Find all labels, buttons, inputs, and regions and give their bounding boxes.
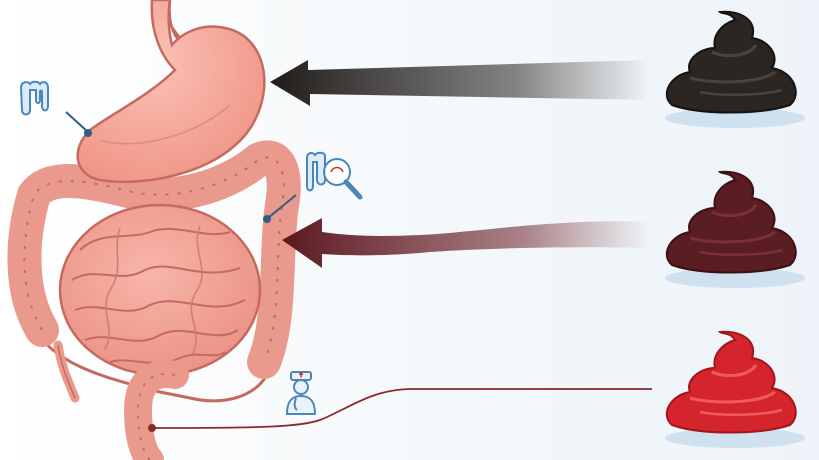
colon-icon: [19, 80, 49, 116]
rectum-connector-line: [154, 388, 652, 429]
colon-marker-leader: [267, 194, 297, 219]
doctor-icon: [285, 371, 317, 415]
bright-red-stool: [665, 330, 805, 448]
lower-gi-arrow: [282, 218, 650, 268]
magnifier-colon-icon: [306, 151, 363, 200]
colon-marker-dot: [263, 215, 271, 223]
digestive-tract: [7, 0, 301, 460]
stomach-marker-dot: [84, 129, 92, 137]
large-intestine: [7, 140, 301, 403]
upper-gi-arrow: [270, 60, 650, 106]
rectum-marker-dot: [148, 424, 156, 432]
stomach: [76, 0, 266, 184]
small-intestine: [58, 203, 262, 377]
colon-icon-leader: [65, 111, 89, 133]
rectum: [123, 360, 189, 460]
black-tarry-stool: [665, 10, 805, 128]
maroon-stool: [665, 170, 805, 288]
